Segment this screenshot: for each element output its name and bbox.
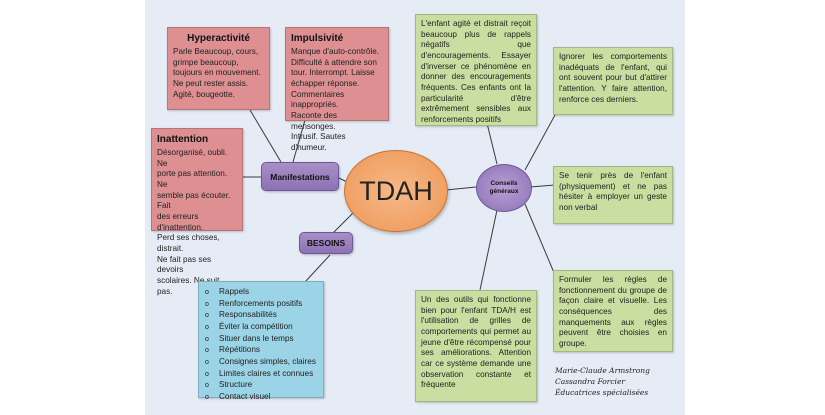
inattention-text: Désorganisé, oubli. Ne porte pas attenti… [157,148,231,296]
link-conseils-regles [524,203,556,276]
manifestations-node: Manifestations [261,162,339,191]
link-conseils-proximite [529,184,556,188]
center-node-tdah: TDAH [344,150,448,232]
conseil-rappels-negatifs-text: L'enfant agité et distrait reçoit beauco… [421,19,531,124]
inattention-box: Inattention Désorganisé, oubli. Ne porte… [151,128,243,296]
link-besoins-needs [304,254,331,283]
hyperactivite-box: Hyperactivité Parle Beaucoup, cours, gri… [167,27,270,110]
conseil-proximite-box: Se tenir près de l'enfant (physiquement)… [553,166,673,224]
author-signature: Marie-Claude Armstrong Cassandra Forcier… [555,366,650,397]
conseil-grilles-box: Un des outils qui fonctionne bien pour l… [415,290,537,402]
mind-map-canvas: Hyperactivité Parle Beaucoup, cours, gri… [145,0,685,415]
conseil-regles-box: Formuler les règles de fonctionnement du… [553,270,673,352]
link-conseils-grilles [479,209,498,291]
conseil-rappels-negatifs-box: L'enfant agité et distrait reçoit beauco… [415,14,537,126]
link-manifestations-impulsivite [292,119,306,163]
conseil-ignorer-text: Ignorer les comportements inadéquats de … [559,52,667,104]
conseil-ignorer-box: Ignorer les comportements inadéquats de … [553,47,673,115]
impulsivite-text: Manque d'auto-contrôle. Difficulté à att… [291,47,380,152]
link-conseils-ignorer [524,114,556,171]
besoins-node: BESOINS [299,232,353,254]
link-center-conseils [445,186,477,191]
link-manifestations-hyperactivite [249,109,282,163]
conseils-generaux-node: Conseils généraux [476,164,532,212]
conseil-grilles-text: Un des outils qui fonctionne bien pour l… [421,295,531,390]
impulsivite-box: Impulsivité Manque d'auto-contrôle. Diff… [285,27,389,152]
impulsivite-title: Impulsivité [291,33,344,44]
hyperactivite-title: Hyperactivité [187,33,250,44]
connector-lines [237,109,556,291]
conseil-regles-text: Formuler les règles de fonctionnement du… [559,275,667,348]
conseil-proximite-text: Se tenir près de l'enfant (physiquement)… [559,171,667,212]
hyperactivite-text: Parle Beaucoup, cours, grimpe beaucoup, … [173,47,261,99]
inattention-title: Inattention [157,134,209,145]
